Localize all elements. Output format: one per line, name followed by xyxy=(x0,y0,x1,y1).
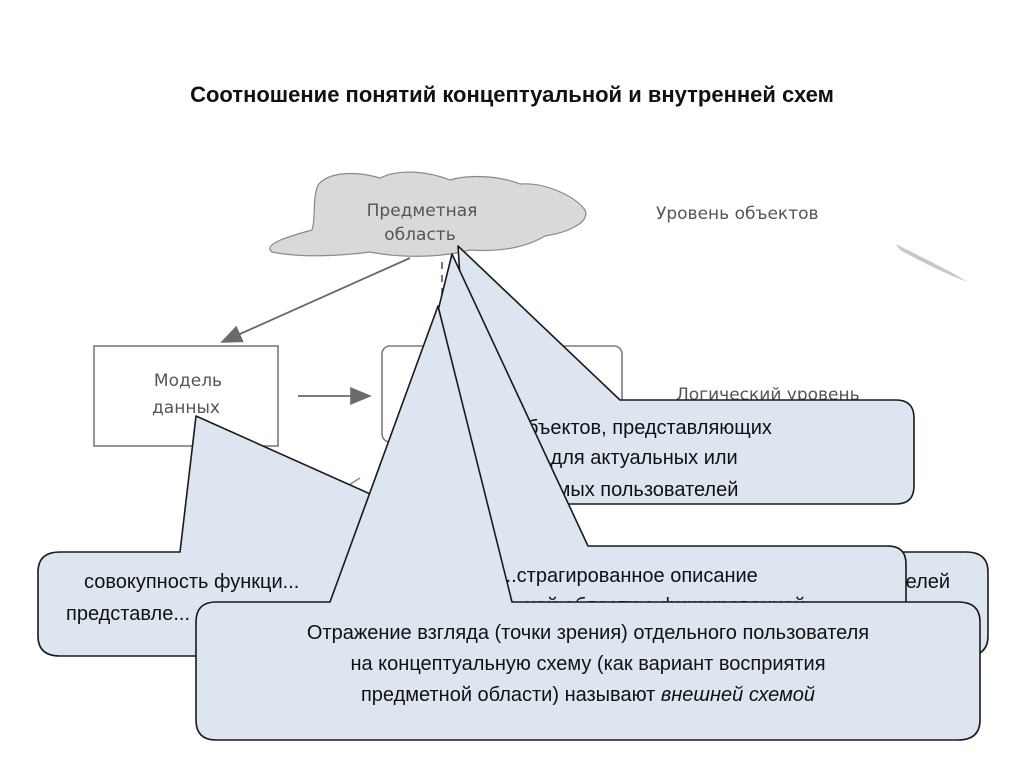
arrow-cloud-to-model xyxy=(220,257,411,343)
callout-4-line2: на концептуальную схему (как вариант вос… xyxy=(350,653,825,675)
callout-4-line3-normal: предметной области) называют xyxy=(361,684,661,706)
data-model-line1: Модель xyxy=(154,371,222,391)
slide-title: Соотношение понятий концептуальной и вну… xyxy=(190,82,834,107)
level-objects-label: Уровень объектов xyxy=(656,204,819,224)
data-model-box xyxy=(93,345,279,447)
callout-4-shape xyxy=(195,305,981,741)
subject-area-cloud xyxy=(269,171,587,257)
callout-4-line3: предметной области) называют внешней схе… xyxy=(361,684,815,706)
callout-4-line1: Отражение взгляда (точки зрения) отдельн… xyxy=(307,622,869,644)
callout-2-line1: совокупность функци... xyxy=(84,571,299,593)
scan-artifact xyxy=(896,244,968,282)
callout-3-line1: ...страгированное описание xyxy=(500,565,758,587)
callout-4-line3-italic: внешней схемой xyxy=(661,684,815,706)
callout-2-line2: представле... xyxy=(66,603,190,625)
cloud-label-line2: область xyxy=(384,225,455,245)
callout-1-line1: ...бор объектов, представляющих xyxy=(460,417,772,439)
cloud-label-line1: Предметная xyxy=(367,201,478,221)
data-model-line2: данных xyxy=(152,398,220,418)
